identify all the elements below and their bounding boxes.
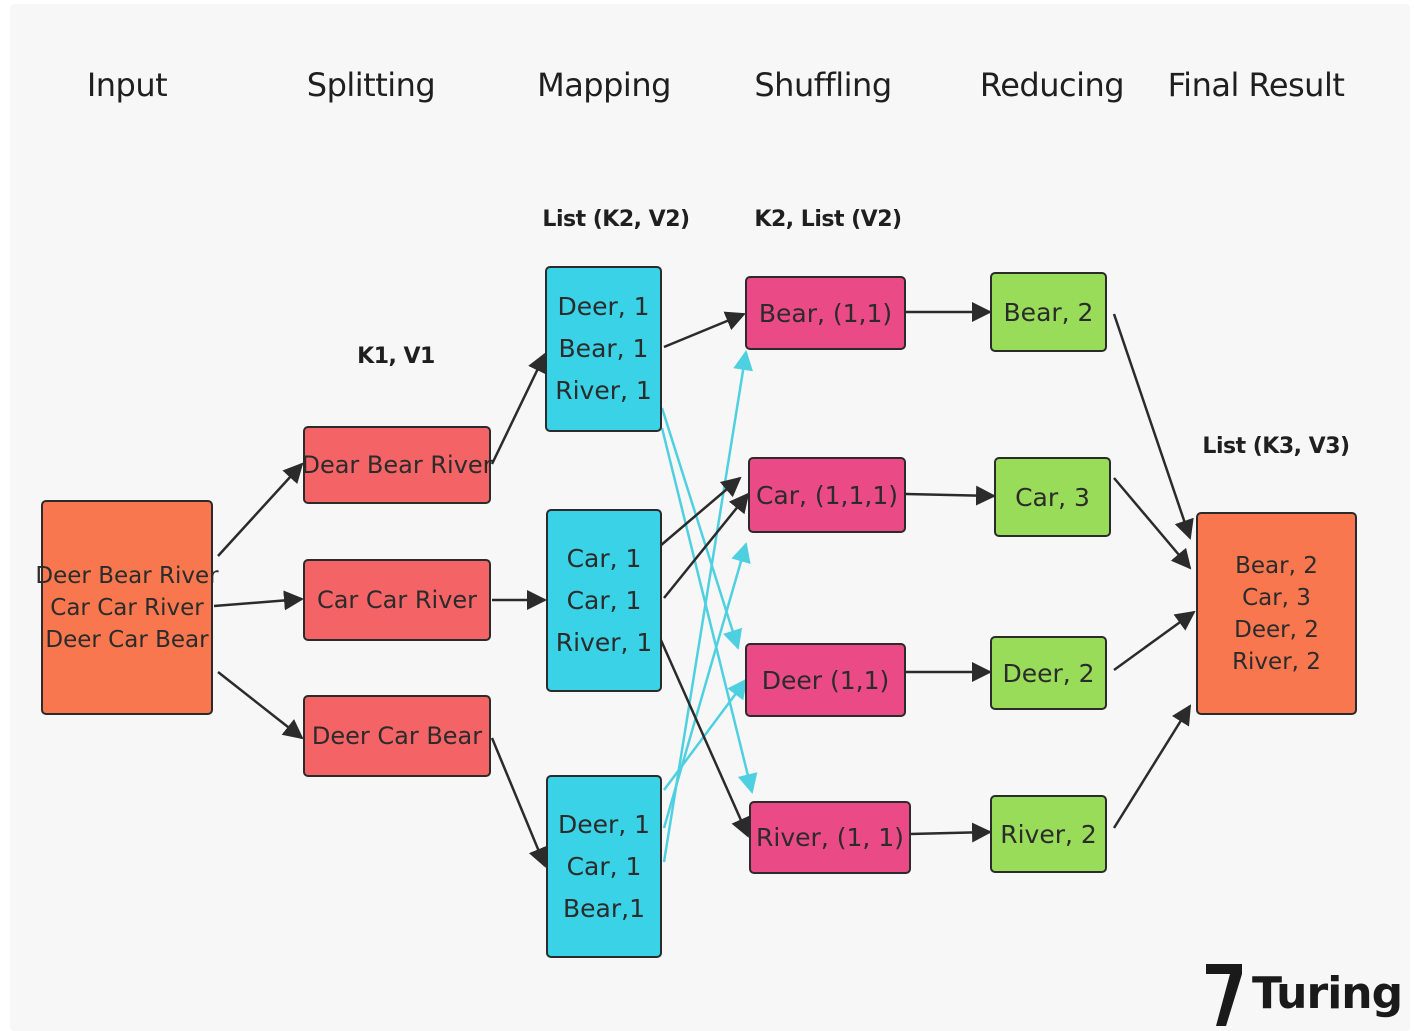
stage-title-shuffling: Shuffling xyxy=(754,66,892,104)
stage-title-final-result: Final Result xyxy=(1167,66,1345,104)
sublabel-list-k3-v3: List (K3, V3) xyxy=(1202,434,1350,459)
split-box-2: Car Car River xyxy=(303,559,491,641)
shuffle-label: River, (1, 1) xyxy=(756,823,904,852)
map-line: Car, 1 xyxy=(566,585,642,615)
final-result-box: Bear, 2 Car, 3 Deer, 2 River, 2 xyxy=(1196,512,1357,715)
input-line: Deer Bear River xyxy=(35,562,219,589)
map-line: Deer, 1 xyxy=(557,292,650,321)
shuffle-label: Bear, (1,1) xyxy=(758,298,893,328)
turing-logo: Turing xyxy=(1204,958,1403,1028)
map-line: River, 1 xyxy=(555,376,652,405)
reduce-label: Bear, 2 xyxy=(1003,297,1094,327)
split-label: Dear Bear River xyxy=(301,451,493,479)
map-box-1: Deer, 1 Bear, 1 River, 1 xyxy=(545,266,662,432)
stage-title-mapping: Mapping xyxy=(537,66,671,104)
input-line: Car Car River xyxy=(50,594,204,621)
sublabel-list-k2-v2: List (K2, V2) xyxy=(542,207,690,232)
reduce-box-bear: Bear, 2 xyxy=(990,272,1107,352)
map-line: Bear,1 xyxy=(563,893,645,923)
input-box: Deer Bear River Car Car River Deer Car B… xyxy=(35,500,219,715)
shuffle-box-deer: Deer (1,1) xyxy=(745,643,906,717)
shuffle-box-river: River, (1, 1) xyxy=(749,801,911,874)
shuffle-box-car: Car, (1,1,1) xyxy=(748,457,906,533)
input-line: Deer Car Bear xyxy=(45,626,209,653)
final-line: River, 2 xyxy=(1232,648,1321,675)
reduce-box-river: River, 2 xyxy=(990,795,1107,873)
map-line: Bear, 1 xyxy=(558,334,649,363)
turing-logo-icon xyxy=(1206,964,1242,1026)
reduce-box-deer: Deer, 2 xyxy=(990,636,1107,710)
stage-title-splitting: Splitting xyxy=(306,66,436,104)
final-line: Car, 3 xyxy=(1242,584,1311,611)
split-label: Car Car River xyxy=(316,586,478,614)
split-box-3: Deer Car Bear xyxy=(303,695,491,777)
shuffle-label: Car, (1,1,1) xyxy=(755,480,899,510)
split-box-1: Dear Bear River xyxy=(301,426,493,504)
shuffle-label: Deer (1,1) xyxy=(761,665,890,695)
reduce-label: River, 2 xyxy=(1000,819,1097,849)
map-box-2: Car, 1 Car, 1 River, 1 xyxy=(546,509,662,692)
sublabel-k1-v1: K1, V1 xyxy=(357,344,435,369)
map-line: Car, 1 xyxy=(566,543,642,573)
reduce-box-car: Car, 3 xyxy=(994,457,1111,537)
stage-title-input: Input xyxy=(86,66,168,104)
reduce-label: Deer, 2 xyxy=(1002,658,1095,688)
map-line: Deer, 1 xyxy=(557,809,651,839)
split-label: Deer Car Bear xyxy=(311,722,483,750)
final-line: Deer, 2 xyxy=(1234,616,1319,643)
final-line: Bear, 2 xyxy=(1235,552,1318,579)
map-line: River, 1 xyxy=(555,627,653,657)
logo-wordmark: Turing xyxy=(1252,967,1403,1019)
map-line: Car, 1 xyxy=(566,851,642,881)
map-box-3: Deer, 1 Car, 1 Bear,1 xyxy=(546,775,662,958)
reduce-label: Car, 3 xyxy=(1015,482,1090,512)
sublabel-k2-list-v2: K2, List (V2) xyxy=(754,207,902,232)
stage-title-reducing: Reducing xyxy=(979,66,1125,104)
shuffle-box-bear: Bear, (1,1) xyxy=(745,276,906,350)
